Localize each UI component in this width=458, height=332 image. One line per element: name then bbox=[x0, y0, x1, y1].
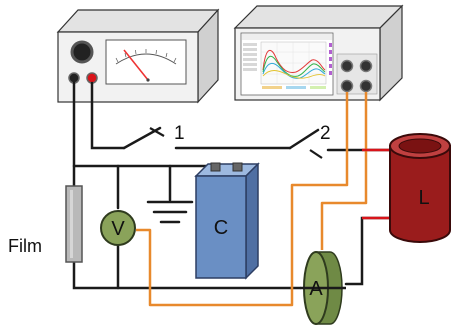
source-knob-icon bbox=[70, 40, 94, 64]
knob-icon bbox=[336, 53, 378, 95]
capacitor-front bbox=[195, 175, 247, 279]
switch-1[interactable] bbox=[122, 126, 165, 150]
voltmeter-label: V bbox=[111, 218, 125, 240]
trace-red bbox=[262, 50, 326, 73]
voltage-source-instrument bbox=[56, 8, 220, 104]
terminal-red bbox=[86, 72, 98, 84]
scope-case-top bbox=[233, 5, 404, 29]
source-case-top bbox=[56, 9, 220, 33]
ammeter-label: A bbox=[309, 278, 323, 300]
capacitor-side bbox=[245, 162, 259, 280]
capacitor-label: C bbox=[214, 217, 228, 239]
capacitor bbox=[194, 162, 260, 280]
switch-2[interactable] bbox=[288, 128, 323, 159]
ground-symbol-icon bbox=[146, 200, 194, 224]
film-label: Film bbox=[8, 236, 42, 256]
terminal-black bbox=[68, 72, 80, 84]
trace-yellow bbox=[262, 70, 326, 79]
switch-2-label: 2 bbox=[320, 123, 331, 144]
scope-screen bbox=[240, 32, 334, 96]
load-cylinder bbox=[389, 133, 451, 243]
scope-side-buttons bbox=[243, 43, 332, 75]
orange-wires bbox=[136, 92, 368, 307]
analog-gauge-icon bbox=[105, 39, 187, 85]
trace-green bbox=[262, 55, 326, 77]
load-label: L bbox=[418, 187, 429, 209]
gauge-needle bbox=[123, 49, 149, 81]
film-element bbox=[65, 185, 83, 263]
switch-1-label: 1 bbox=[174, 123, 185, 144]
voltmeter bbox=[100, 210, 136, 246]
oscilloscope-instrument bbox=[233, 4, 404, 102]
